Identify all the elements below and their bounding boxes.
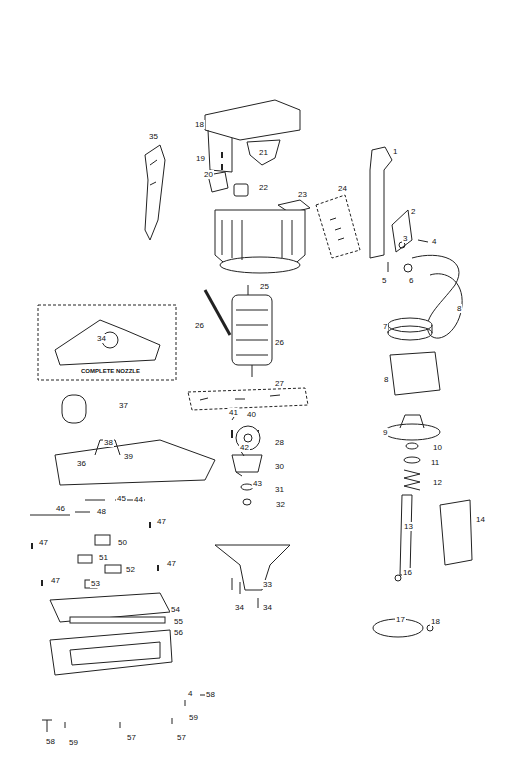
callout-number: 47	[166, 559, 177, 568]
callout-number: 59	[188, 713, 199, 722]
callout-number: 7	[382, 322, 388, 331]
callout-number: 24	[337, 184, 348, 193]
callout-number: 32	[275, 500, 286, 509]
callout-number: 56	[173, 628, 184, 637]
callout-number: 58	[45, 737, 56, 746]
callout-number: 46	[55, 504, 66, 513]
callout-number: 14	[475, 515, 486, 524]
callout-number: 37	[118, 401, 129, 410]
callout-number: 54	[170, 605, 181, 614]
callout-number: 59	[68, 738, 79, 747]
callout-number: 52	[125, 565, 136, 574]
callout-number: 1	[392, 147, 398, 156]
callout-number: 16	[402, 568, 413, 577]
caption-label: COMPLETE NOZZLE	[80, 368, 141, 375]
callout-number: 5	[381, 276, 387, 285]
callout-number: 26	[274, 338, 285, 347]
callout-number: 21	[258, 148, 269, 157]
callout-number: 50	[117, 538, 128, 547]
callout-number: 10	[432, 443, 443, 452]
callout-number: 57	[176, 733, 187, 742]
callout-number: 4	[187, 689, 193, 698]
callout-number: 43	[252, 479, 263, 488]
callout-number: 53	[90, 579, 101, 588]
callout-number: 47	[38, 538, 49, 547]
callout-number: 2	[410, 207, 416, 216]
callout-number: 8	[383, 375, 389, 384]
callout-number: 57	[126, 733, 137, 742]
callout-number: 34	[96, 334, 107, 343]
callout-number: 44	[133, 495, 144, 504]
callout-number: 22	[258, 183, 269, 192]
callout-number: 25	[259, 282, 270, 291]
callout-number: 34	[234, 603, 245, 612]
callout-number: 17	[395, 615, 406, 624]
callout-number: 8	[456, 304, 462, 313]
callout-number: 58	[205, 690, 216, 699]
callout-number: 40	[246, 410, 257, 419]
callout-number: 48	[96, 507, 107, 516]
callout-number: 35	[148, 132, 159, 141]
callout-number: 47	[156, 517, 167, 526]
callout-number: 3	[402, 234, 408, 243]
callout-number: 38	[103, 438, 114, 447]
callout-number: 28	[274, 438, 285, 447]
callout-number: 33	[262, 580, 273, 589]
callout-number: 34	[262, 603, 273, 612]
callout-number: 45	[116, 494, 127, 503]
callout-number: 30	[274, 462, 285, 471]
callout-number: 9	[382, 428, 388, 437]
callout-number: 55	[173, 617, 184, 626]
callout-number: 18	[430, 617, 441, 626]
callout-number: 31	[274, 485, 285, 494]
callout-number: 41	[228, 408, 239, 417]
callout-number: 47	[50, 576, 61, 585]
callout-number: 13	[403, 522, 414, 531]
callout-number: 36	[76, 459, 87, 468]
callout-number: 27	[274, 379, 285, 388]
callout-number: 12	[432, 478, 443, 487]
callout-number: 51	[98, 553, 109, 562]
callout-number: 4	[431, 237, 437, 246]
callout-number: 11	[430, 458, 440, 467]
callout-number: 23	[297, 190, 308, 199]
callout-number: 42	[239, 443, 250, 452]
callout-number: 19	[195, 154, 206, 163]
callout-number: 6	[408, 276, 414, 285]
callout-number: 26	[194, 321, 205, 330]
callout-number: 20	[203, 170, 214, 179]
callout-number: 39	[123, 452, 134, 461]
callout-number: 18	[194, 120, 205, 129]
